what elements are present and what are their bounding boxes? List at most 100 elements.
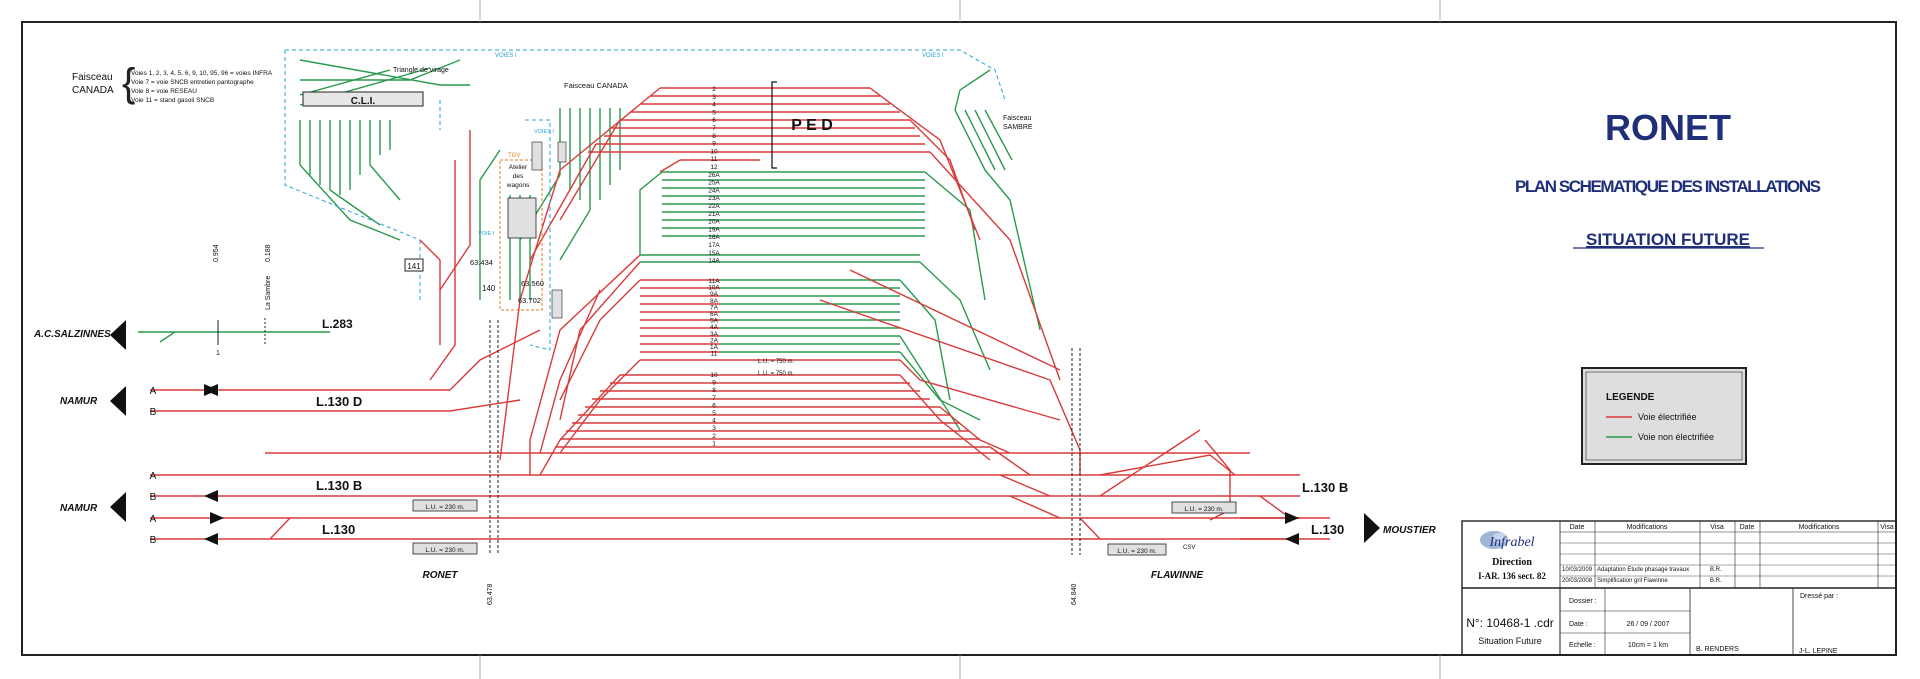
cartouche-file-no: N°: 10468-1 .cdr bbox=[1466, 616, 1554, 630]
track-number: 6 bbox=[712, 402, 716, 409]
track-number: 4 bbox=[712, 102, 716, 109]
lu-750-a: L.U. = 750 m. bbox=[758, 359, 795, 365]
voies-1-label-a: VOIES I bbox=[495, 53, 517, 59]
ped-label: P E D bbox=[791, 117, 833, 134]
km-63478: 63.478 bbox=[487, 583, 494, 605]
track-b-label: B bbox=[150, 407, 157, 418]
tgv-label: TGV bbox=[508, 153, 520, 159]
lu230-label-3: L.U. = 230 m. bbox=[1184, 506, 1223, 513]
cartouche-author-2: J-L. LEPINE bbox=[1799, 648, 1838, 655]
km-64840: 64.840 bbox=[1071, 583, 1078, 605]
title-main: RONET bbox=[1605, 107, 1731, 148]
lu-750-b: L.U. = 750 m. bbox=[758, 371, 795, 377]
namur-label-2: NAMUR bbox=[60, 503, 98, 514]
cartouche-company: Infrabel bbox=[1488, 535, 1534, 550]
direction-arrows bbox=[110, 320, 1380, 545]
electrified-tracks bbox=[150, 87, 1330, 540]
l130b-left-label: L.130 B bbox=[316, 478, 362, 493]
track-b-label: B bbox=[150, 492, 157, 503]
track-number: 22A bbox=[708, 203, 720, 210]
ronet-station-label: RONET bbox=[423, 570, 459, 581]
track-number: 15A bbox=[708, 250, 720, 257]
cartouche-header: Date bbox=[1570, 524, 1585, 531]
lu230-label-4: L.U. = 230 m. bbox=[1117, 548, 1156, 555]
text-layer: RONET PLAN SCHEMATIQUE DES INSTALLATIONS… bbox=[33, 53, 1894, 655]
track-number: 5 bbox=[712, 109, 716, 116]
cartouche-header: Modifications bbox=[1627, 524, 1668, 531]
ped-bracket bbox=[771, 81, 777, 169]
track-number: 1 bbox=[712, 440, 716, 447]
km-63702: 63.702 bbox=[518, 296, 541, 305]
track-number: 5A bbox=[710, 318, 719, 325]
sheet-border bbox=[21, 21, 1897, 656]
non-electrified-tracks bbox=[138, 59, 1041, 431]
l130-left-label: L.130 bbox=[322, 522, 355, 537]
faisceau-note-line-3: Voie 8 = voie RESEAU bbox=[131, 88, 197, 95]
track-number: 21A bbox=[708, 211, 720, 218]
csv-label: CSV bbox=[1183, 545, 1195, 551]
atelier-label-2: des bbox=[513, 173, 524, 180]
track-number: 8 bbox=[712, 387, 716, 394]
sambre-label-2: SAMBRE bbox=[1003, 124, 1033, 131]
boxes bbox=[302, 91, 1237, 556]
number-140: 140 bbox=[482, 284, 496, 293]
cartouche-date-label: Date : bbox=[1569, 621, 1588, 628]
l130b-right-label: L.130 B bbox=[1302, 480, 1348, 495]
faisceau-canada-label: Faisceau CANADA bbox=[564, 81, 628, 90]
faisceau-note-line-2: Voie 7 = voie SNCB entretien pantographe bbox=[131, 79, 254, 86]
track-number: 8A bbox=[710, 298, 719, 305]
triangle-label: Triangle de virage bbox=[393, 67, 449, 74]
track-number: 3 bbox=[712, 94, 716, 101]
cartouche-row-visa: B.R. bbox=[1710, 567, 1722, 573]
track-number: 26A bbox=[708, 172, 720, 179]
track-number: 3 bbox=[712, 425, 716, 432]
track-number: 6 bbox=[712, 117, 716, 124]
track-number: 5 bbox=[712, 410, 716, 417]
cartouche-row-mod: Simplification gril Flawinne bbox=[1597, 578, 1668, 584]
track-number: 7A bbox=[710, 304, 719, 311]
cartouche-row-mod: Adaptation Etude phasage travaux bbox=[1597, 567, 1689, 573]
track-numbers-top: 2345678910111226A25A24A23A22A21A20A19A18… bbox=[708, 86, 720, 249]
lu230-label-1: L.U. = 230 m. bbox=[425, 504, 464, 511]
title-sub: PLAN SCHEMATIQUE DES INSTALLATIONS bbox=[1515, 177, 1821, 196]
track-number: 12 bbox=[710, 164, 718, 171]
cartouche-row-date: 10/03/2009 bbox=[1562, 567, 1593, 573]
track-number: 1A bbox=[710, 344, 719, 351]
faisceau-canada-note-title-2: CANADA bbox=[72, 85, 114, 96]
faisceau-canada-note-title-1: Faisceau bbox=[72, 72, 113, 83]
l283-label: L.283 bbox=[322, 317, 353, 331]
track-number: 7 bbox=[712, 395, 716, 402]
track-b-label: B bbox=[150, 535, 157, 546]
cartouche-dossier-label: Dossier : bbox=[1569, 598, 1597, 605]
signal-1-label: 1 bbox=[216, 350, 220, 357]
brace-icon: { bbox=[122, 61, 135, 105]
fold-marks bbox=[479, 0, 1441, 679]
track-number: 4A bbox=[710, 324, 719, 331]
cartouche-dresse-label: Dressé par : bbox=[1800, 593, 1838, 600]
track-number: 7 bbox=[712, 125, 716, 132]
sambre-label-1: Faisceau bbox=[1003, 115, 1032, 122]
track-number: 10 bbox=[710, 372, 718, 379]
track-number: 17A bbox=[708, 242, 720, 249]
track-number: 11 bbox=[711, 156, 718, 163]
track-number: 11 bbox=[711, 351, 718, 358]
cartouche-echelle-label: Echelle : bbox=[1569, 642, 1596, 649]
legend-non-electrified-label: Voie non électrifiée bbox=[1638, 432, 1714, 442]
station-markers bbox=[217, 318, 1081, 555]
faisceau-note-line-1: Voies 1, 2, 3, 4, 5, 6, 9, 10, 95, 96 = … bbox=[131, 70, 273, 77]
cartouche-date-value: 26 / 09 / 2007 bbox=[1627, 621, 1670, 628]
track-number: 2 bbox=[712, 86, 716, 93]
ac-salzinnes-label: A.C.SALZINNES bbox=[33, 329, 111, 340]
km-0188: 0.188 bbox=[265, 244, 272, 262]
track-number: 25A bbox=[708, 180, 720, 187]
track-number: 3A bbox=[710, 331, 719, 338]
cartouche-header: Date bbox=[1740, 524, 1755, 531]
track-number: 8 bbox=[712, 133, 716, 140]
cartouche bbox=[1461, 520, 1897, 656]
track-number: 10 bbox=[710, 148, 718, 155]
legend-electrified-label: Voie électrifiée bbox=[1638, 412, 1697, 422]
